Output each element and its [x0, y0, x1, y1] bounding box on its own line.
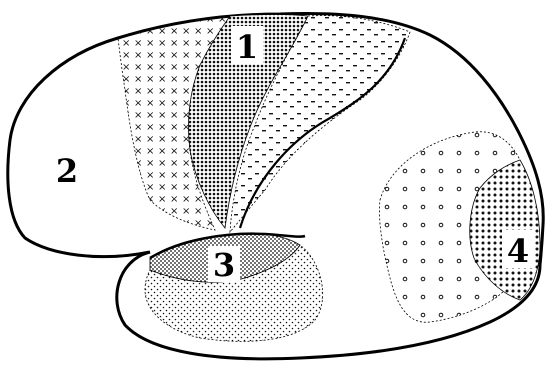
svg-text:2: 2 — [56, 152, 78, 190]
label-3: 3 — [208, 246, 240, 284]
svg-text:3: 3 — [213, 246, 235, 284]
svg-text:1: 1 — [236, 28, 258, 66]
label-1: 1 — [231, 26, 263, 66]
label-2: 2 — [56, 152, 78, 190]
svg-text:4: 4 — [507, 232, 529, 270]
label-4: 4 — [502, 230, 534, 270]
